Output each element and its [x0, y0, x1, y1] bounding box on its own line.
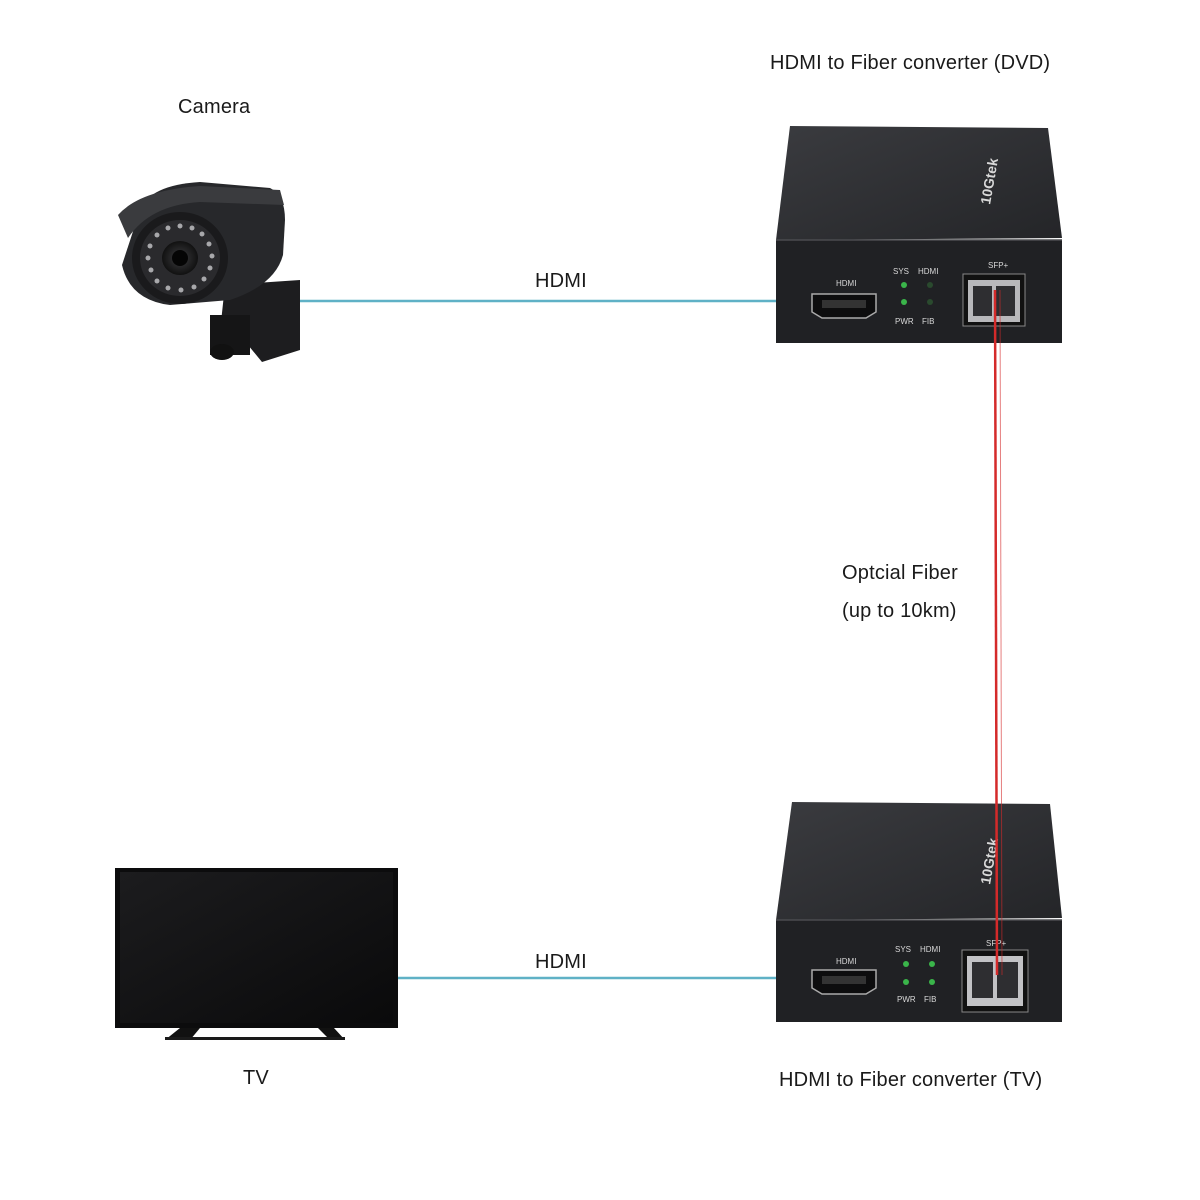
- svg-text:PWR: PWR: [897, 995, 916, 1004]
- tv-converter-label: HDMI to Fiber converter (TV): [779, 1069, 1043, 1091]
- fiber-distance-label: (up to 10km): [842, 600, 957, 622]
- converter-dvd: 10Gtek HDMI SYS HDMI PWR FIB SFP+: [776, 126, 1062, 343]
- svg-text:HDMI: HDMI: [836, 279, 856, 288]
- hdmi-top-label: HDMI: [535, 270, 587, 292]
- fiber-label: Optcial Fiber: [842, 562, 958, 584]
- svg-text:SYS: SYS: [895, 945, 911, 954]
- svg-text:HDMI: HDMI: [918, 267, 938, 276]
- converter-tv: 10Gtek HDMI SYS HDMI PWR FIB SFP+: [776, 802, 1062, 1022]
- tv-device: [115, 868, 398, 1040]
- svg-text:PWR: PWR: [895, 317, 914, 326]
- camera-device: [118, 182, 300, 362]
- svg-text:FIB: FIB: [924, 995, 936, 1004]
- svg-text:SYS: SYS: [893, 267, 909, 276]
- fiber-cable-2: [999, 289, 1003, 976]
- camera-label: Camera: [178, 96, 251, 118]
- svg-text:HDMI: HDMI: [920, 945, 940, 954]
- tv-label: TV: [243, 1067, 269, 1089]
- svg-text:SFP+: SFP+: [988, 261, 1009, 270]
- svg-text:FIB: FIB: [922, 317, 934, 326]
- svg-text:HDMI: HDMI: [836, 957, 856, 966]
- fiber-cable: [993, 289, 999, 976]
- hdmi-bottom-label: HDMI: [535, 951, 587, 973]
- dvd-converter-label: HDMI to Fiber converter (DVD): [770, 52, 1051, 74]
